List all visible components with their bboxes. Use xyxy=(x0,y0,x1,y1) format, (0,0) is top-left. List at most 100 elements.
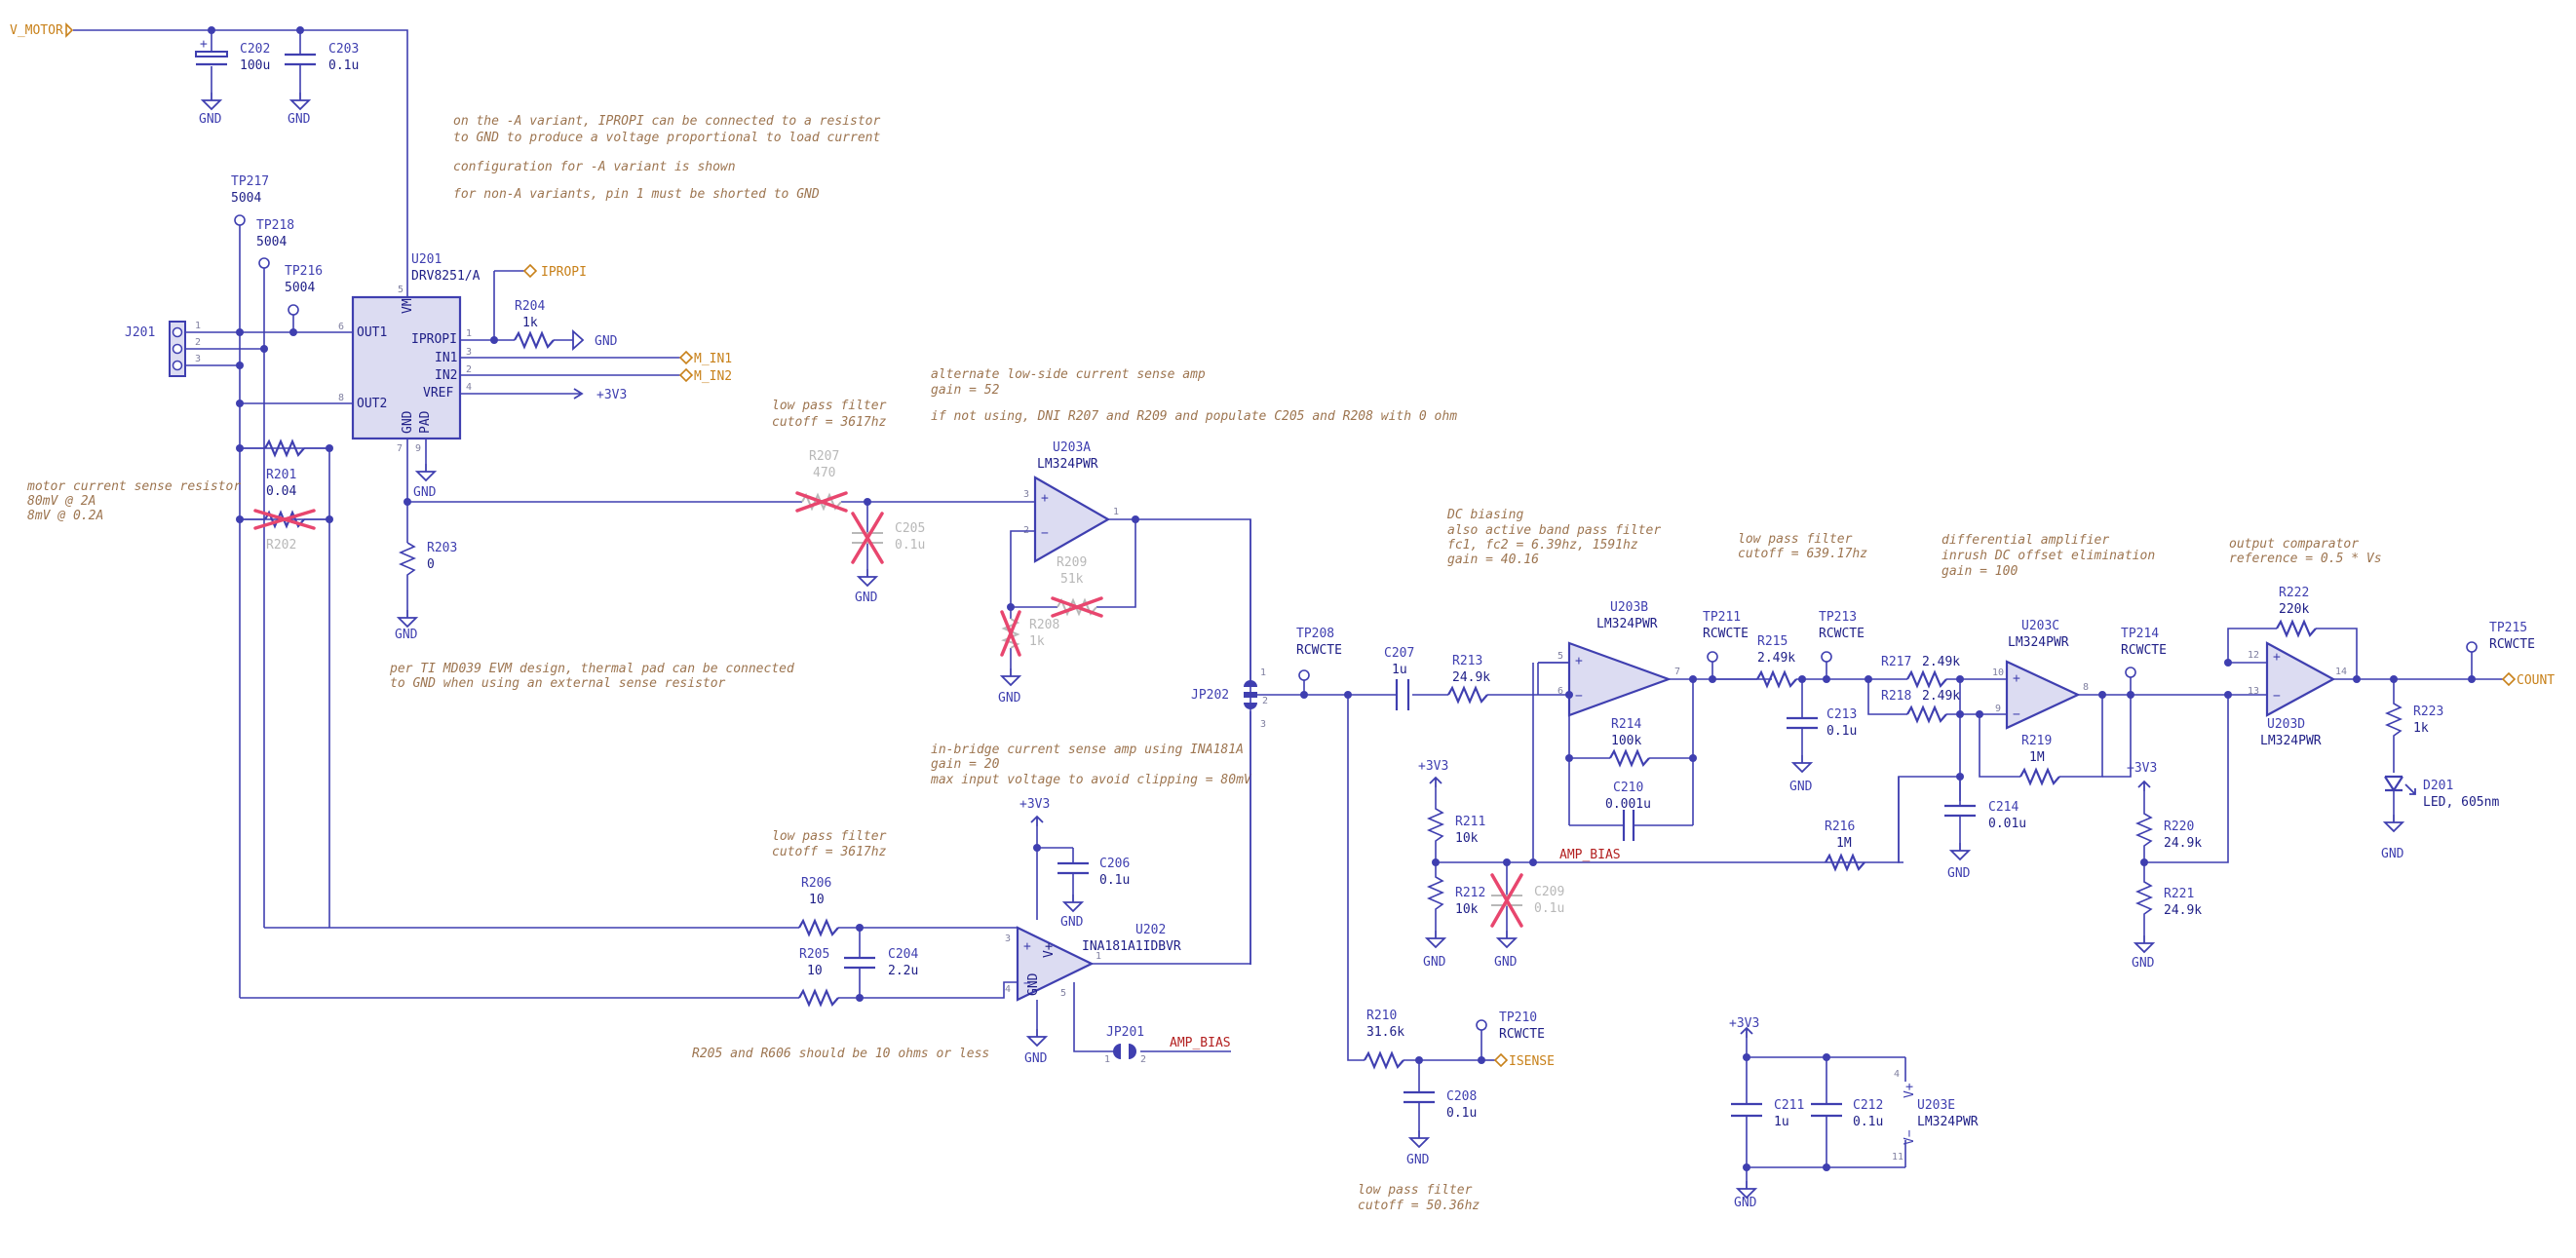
note-cmp-line1: output comparator xyxy=(2229,537,2359,552)
capacitor-c209-dni[interactable]: C209 0.1u GND xyxy=(1490,862,1564,970)
resistor-r218[interactable]: R218 2.49k xyxy=(1881,689,1960,724)
resistor-r220[interactable]: R220 24.9k xyxy=(2134,791,2202,862)
led-d201[interactable]: D201 LED, 605nm GND xyxy=(2381,775,2499,861)
resistor-r210[interactable]: R210 31.6k xyxy=(1364,1009,1404,1070)
resistor-r206[interactable]: R206 10 xyxy=(798,876,839,937)
capacitor-c203[interactable]: C203 0.1u GND xyxy=(285,30,359,127)
jumper-jp202[interactable]: JP202 1 2 3 xyxy=(1191,667,1268,730)
tp215-ref: TP215 xyxy=(2489,621,2527,635)
test-point-tp217[interactable]: TP217 5004 xyxy=(231,174,269,226)
r216-value: 1M xyxy=(1836,836,1852,851)
test-point-tp215[interactable]: TP215 RCWCTE xyxy=(2466,621,2535,679)
capacitor-c205-dni[interactable]: C205 0.1u GND xyxy=(851,502,925,605)
u201-pin-vref: VREF xyxy=(423,386,453,400)
resistor-r222[interactable]: R222 220k xyxy=(2276,586,2317,638)
connector-j201[interactable]: 1 2 3 J201 xyxy=(125,321,264,377)
op-amp-u203d[interactable]: + − 12 13 14 U203D LM324PWR xyxy=(2248,641,2347,748)
resistor-r202-dni[interactable]: R202 xyxy=(240,509,329,553)
resistor-r213[interactable]: R213 24.9k xyxy=(1447,654,1490,705)
m-in2-port[interactable]: M_IN2 xyxy=(678,367,732,384)
capacitor-c204[interactable]: C204 2.2u xyxy=(844,928,918,998)
note-alt-line2: gain = 52 xyxy=(931,383,1000,398)
isense-label: ISENSE xyxy=(1509,1054,1555,1069)
test-point-tp213[interactable]: TP213 RCWCTE xyxy=(1819,610,1865,679)
count-port[interactable]: COUNT xyxy=(2501,671,2555,688)
resistor-r221[interactable]: R221 24.9k GND xyxy=(2132,862,2202,971)
jp202-ref: JP202 xyxy=(1191,688,1229,703)
c206-gnd: GND xyxy=(1060,915,1084,930)
r210-value: 31.6k xyxy=(1366,1025,1404,1040)
r215-value: 2.49k xyxy=(1757,651,1795,666)
note-sense-line1: motor current sense resistor xyxy=(26,479,241,494)
diff-amp-section: differential amplifier inrush DC offset … xyxy=(1825,533,2228,881)
test-point-tp218[interactable]: TP218 5004 xyxy=(256,218,294,269)
test-point-tp210[interactable]: TP210 RCWCTE xyxy=(1476,1010,1545,1060)
c210-ref: C210 xyxy=(1613,781,1643,795)
resistor-r207-dni[interactable]: R207 470 xyxy=(795,449,848,513)
op-amp-u203c[interactable]: + − 10 9 8 U203C LM324PWR xyxy=(1992,619,2089,730)
capacitor-c207[interactable]: C207 1u xyxy=(1384,646,1414,710)
svg-text:9: 9 xyxy=(415,443,421,454)
isense-port[interactable]: ISENSE xyxy=(1493,1052,1555,1069)
capacitor-c208[interactable]: C208 0.1u GND xyxy=(1403,1060,1477,1167)
resistor-r205[interactable]: R205 10 xyxy=(798,947,839,1008)
capacitor-c213[interactable]: C213 0.1u GND xyxy=(1787,679,1857,794)
capacitor-c202[interactable]: + C202 100u GND xyxy=(195,30,270,127)
resistor-r204[interactable]: R204 1k GND xyxy=(494,299,618,352)
resistor-r212[interactable]: R212 10k GND xyxy=(1423,862,1485,970)
r204-gnd: GND xyxy=(595,334,618,349)
capacitor-c214[interactable]: C214 0.01u GND xyxy=(1944,777,2026,881)
op-amp-u203e-power[interactable]: V+ V− 4 11 U203E LM324PWR xyxy=(1892,1057,1979,1167)
note-pad-line2: to GND when using an external sense resi… xyxy=(390,676,726,691)
test-point-tp216[interactable]: TP216 5004 xyxy=(285,264,323,316)
ipropi-label: IPROPI xyxy=(541,265,587,280)
jumper-jp201[interactable]: JP201 1 2 xyxy=(1104,1025,1146,1065)
u201-pin-pad: PAD xyxy=(418,410,433,434)
u201-pin-vm: VM xyxy=(401,298,415,314)
note-sense-line2: 80mV @ 2A xyxy=(27,494,96,509)
resistor-r219[interactable]: R219 1M xyxy=(2019,734,2060,786)
svg-text:8: 8 xyxy=(338,393,344,403)
v-motor-port[interactable]: V_MOTOR xyxy=(10,22,74,38)
r204-value: 1k xyxy=(522,316,538,330)
vref-3v3-label: +3V3 xyxy=(596,388,627,402)
r203-ref: R203 xyxy=(427,541,457,555)
resistor-r217[interactable]: R217 2.49k xyxy=(1881,655,1960,689)
amp-u202-ina181[interactable]: + − GND V+ 3 4 1 5 U202 INA181A1IDBVR xyxy=(1005,923,1181,1002)
note-cmp-line2: reference = 0.5 * Vs xyxy=(2229,552,2382,566)
resistor-r211[interactable]: R211 10k xyxy=(1426,787,1485,862)
note-alt-line3: if not using, DNI R207 and R209 and popu… xyxy=(931,409,1457,424)
capacitor-c206[interactable]: C206 0.1u GND xyxy=(1057,848,1130,930)
note-lpf3-line1: low pass filter xyxy=(1738,532,1853,547)
test-point-tp211[interactable]: TP211 RCWCTE xyxy=(1703,610,1749,679)
capacitor-c211[interactable]: C211 1u xyxy=(1731,1098,1804,1129)
c211-ref: C211 xyxy=(1774,1098,1804,1113)
resistor-r203[interactable]: R203 0 GND xyxy=(395,541,457,642)
svg-text:2: 2 xyxy=(1262,696,1268,706)
ipropi-port[interactable]: IPROPI xyxy=(522,263,587,280)
ic-u201-drv8251[interactable]: U201 DRV8251/A OUT1 OUT2 IPROPI IN1 IN2 … xyxy=(338,252,481,458)
svg-text:3: 3 xyxy=(466,347,472,358)
capacitor-c212[interactable]: C212 0.1u xyxy=(1811,1098,1883,1129)
capacitor-c210[interactable]: C210 0.001u xyxy=(1605,781,1651,841)
resistor-r216[interactable]: R216 1M xyxy=(1825,777,1900,872)
resistor-r201[interactable]: R201 0.04 xyxy=(240,438,329,499)
resistor-r215[interactable]: R215 2.49k xyxy=(1756,634,1797,689)
resistor-r208-dni[interactable]: R208 1k GND xyxy=(998,607,1059,705)
svg-text:+: + xyxy=(200,37,208,52)
svg-text:−: − xyxy=(1023,976,1031,991)
u201-pin-in2: IN2 xyxy=(435,368,457,383)
op-amp-u203b[interactable]: + − 5 6 7 U203B LM324PWR xyxy=(1557,600,1680,717)
resistor-r209-dni[interactable]: R209 51k xyxy=(1051,555,1103,618)
note-lpf1-line1: low pass filter xyxy=(772,399,887,413)
r221-gnd: GND xyxy=(2132,956,2155,971)
resistor-r214[interactable]: R214 100k xyxy=(1609,717,1650,768)
svg-text:6: 6 xyxy=(1557,686,1563,697)
op-amp-u203a[interactable]: + − 3 2 1 U203A LM324PWR xyxy=(1023,440,1119,563)
resistor-r223[interactable]: R223 1k xyxy=(2384,679,2443,773)
c208-ref: C208 xyxy=(1446,1089,1477,1104)
m-in1-port[interactable]: M_IN1 xyxy=(678,350,732,366)
test-point-tp208[interactable]: TP208 RCWCTE xyxy=(1296,627,1342,695)
note-inb-line2: gain = 20 xyxy=(931,757,1000,772)
test-point-tp214[interactable]: TP214 RCWCTE xyxy=(2121,627,2167,695)
